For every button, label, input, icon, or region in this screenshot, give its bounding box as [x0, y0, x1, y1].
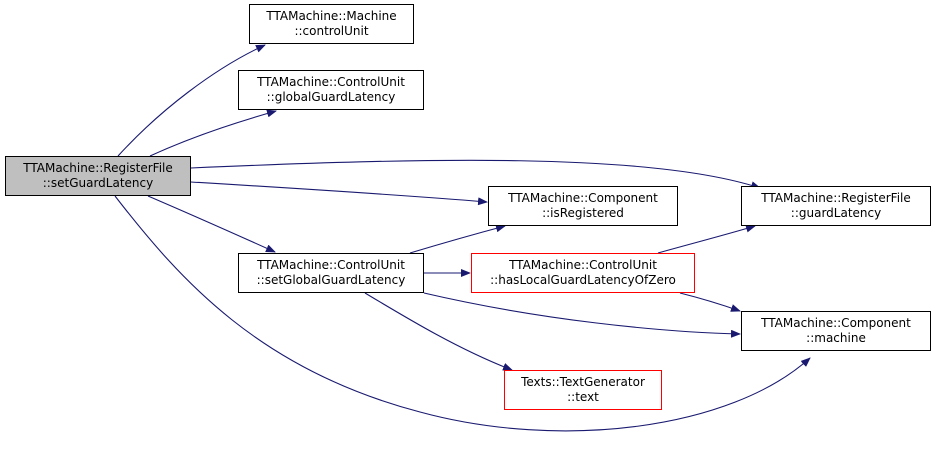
node-control-unit-set-global-guard-latency[interactable]: TTAMachine::ControlUnit ::setGlobalGuard…: [238, 253, 424, 293]
node-label-line1: TTAMachine::RegisterFile: [23, 161, 173, 175]
node-label-line2: ::controlUnit: [294, 24, 369, 38]
node-label-line1: TTAMachine::ControlUnit: [257, 258, 405, 272]
node-label-line2: ::isRegistered: [542, 206, 624, 220]
edge-setGuardLatency-to-guardLatency: [190, 159, 761, 190]
node-label-line2: ::hasLocalGuardLatencyOfZero: [490, 273, 676, 287]
node-label-line2: ::globalGuardLatency: [266, 90, 396, 104]
node-label-line1: TTAMachine::ControlUnit: [509, 258, 657, 272]
node-label-line2: ::text: [567, 390, 599, 404]
node-label-line1: TTAMachine::RegisterFile: [761, 191, 911, 205]
node-label-line1: TTAMachine::Component: [761, 316, 911, 330]
edge-setGuardLatency-to-controlUnit: [117, 44, 266, 157]
edge-setGuardLatency-to-isRegistered: [190, 181, 488, 206]
node-label-line2: ::setGlobalGuardLatency: [256, 273, 406, 287]
node-control-unit-global-guard-latency[interactable]: TTAMachine::ControlUnit ::globalGuardLat…: [238, 70, 424, 110]
node-label-line2: ::machine: [806, 331, 866, 345]
node-control-unit-has-local-guard-latency-of-zero[interactable]: TTAMachine::ControlUnit ::hasLocalGuardL…: [471, 253, 695, 293]
node-register-file-set-guard-latency[interactable]: TTAMachine::RegisterFile ::setGuardLaten…: [5, 156, 191, 196]
node-component-is-registered[interactable]: TTAMachine::Component ::isRegistered: [488, 186, 678, 226]
node-text-generator-text[interactable]: Texts::TextGenerator ::text: [504, 370, 662, 410]
node-machine-control-unit[interactable]: TTAMachine::Machine ::controlUnit: [249, 4, 414, 44]
edge-setGuardLatency-to-globalGuardLatency: [149, 109, 277, 157]
node-label-line1: Texts::TextGenerator: [521, 375, 645, 389]
edge-setGuardLatency-to-setGlobalGuardLatency: [147, 195, 276, 253]
edge-hasLocalGuardLatencyOfZero-to-machine: [679, 292, 741, 312]
edge-setGlobalGuardLatency-to-text: [364, 292, 513, 371]
node-register-file-guard-latency[interactable]: TTAMachine::RegisterFile ::guardLatency: [741, 186, 931, 226]
node-label-line2: ::setGuardLatency: [42, 176, 154, 190]
edge-setGlobalGuardLatency-to-machine: [423, 292, 741, 338]
edge-setGuardLatency-to-machine: [114, 195, 811, 432]
edge-hasLocalGuardLatencyOfZero-to-guardLatency: [657, 224, 756, 254]
node-label-line1: TTAMachine::ControlUnit: [257, 75, 405, 89]
node-label-line1: TTAMachine::Machine: [266, 9, 397, 23]
edge-setGlobalGuardLatency-to-isRegistered: [409, 224, 506, 254]
node-label-line1: TTAMachine::Component: [508, 191, 658, 205]
node-label-line2: ::guardLatency: [790, 206, 882, 220]
node-component-machine[interactable]: TTAMachine::Component ::machine: [741, 311, 931, 351]
